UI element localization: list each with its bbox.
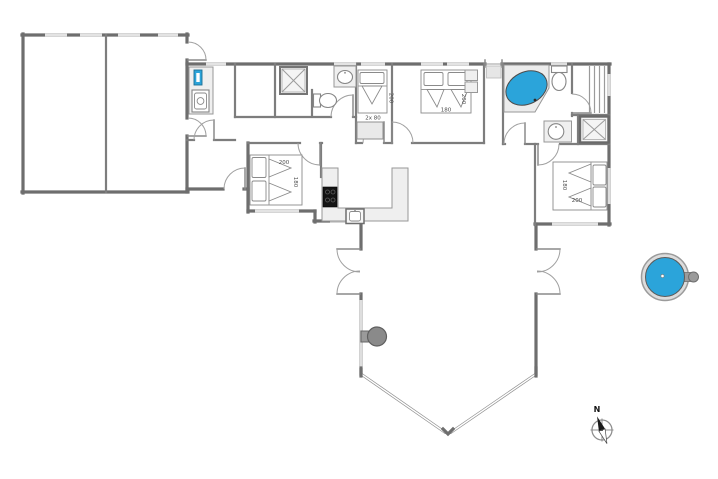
bed-size-label: 180 <box>292 177 298 188</box>
interior-walls <box>185 62 611 227</box>
terrace-doors-west <box>336 248 361 295</box>
bathroom-1 <box>279 65 357 109</box>
terrace-doors-east <box>536 248 561 295</box>
bunk-bed <box>357 69 388 114</box>
bedroom-left: 200 180 <box>249 154 303 206</box>
room-length-label: 200 <box>572 198 583 204</box>
hot-tub-water <box>645 257 685 297</box>
wood-stove <box>360 326 388 347</box>
shower-1 <box>279 66 308 95</box>
wardrobe <box>464 81 478 93</box>
outdoor-hot-tub <box>640 252 699 302</box>
bed-size-label: 2x 80 <box>365 116 381 122</box>
washbasin-2 <box>543 120 572 143</box>
doormat <box>486 65 502 79</box>
dresser <box>356 121 384 140</box>
cooktop <box>322 186 338 208</box>
compass: N <box>590 405 614 444</box>
utility-sink <box>191 89 210 113</box>
kitchen-sink <box>345 208 365 225</box>
tub-drain <box>533 98 537 102</box>
living-room <box>360 326 388 347</box>
toilet-1 <box>312 92 338 109</box>
doors <box>187 41 592 295</box>
bay-window <box>359 366 538 437</box>
bunk-room: 2x 80 200 <box>356 69 394 140</box>
washbasin-1 <box>333 65 357 88</box>
compass-north-label: N <box>594 405 601 414</box>
double-bed-middle <box>420 69 472 114</box>
bathroom-2 <box>503 64 572 143</box>
room-length-label: 200 <box>388 93 394 104</box>
kitchen <box>321 167 409 225</box>
bay-point <box>440 426 456 437</box>
double-bed-left <box>249 154 303 206</box>
bedroom-right: 180 200 <box>552 161 608 211</box>
bedroom-middle: 180 200 <box>420 69 478 114</box>
front-door <box>484 59 503 79</box>
shower-2 <box>578 115 610 144</box>
double-bed-right <box>552 161 608 211</box>
toilet-2 <box>550 65 568 92</box>
spa-bath-tub <box>505 70 548 106</box>
room-length-label: 200 <box>279 160 290 166</box>
wardrobe <box>464 69 478 81</box>
bed-size-label: 180 <box>561 180 567 191</box>
bed-size-label: 180 <box>441 108 452 114</box>
room-length-label: 200 <box>460 94 466 105</box>
utility-room <box>188 66 214 115</box>
sauna <box>588 66 606 113</box>
